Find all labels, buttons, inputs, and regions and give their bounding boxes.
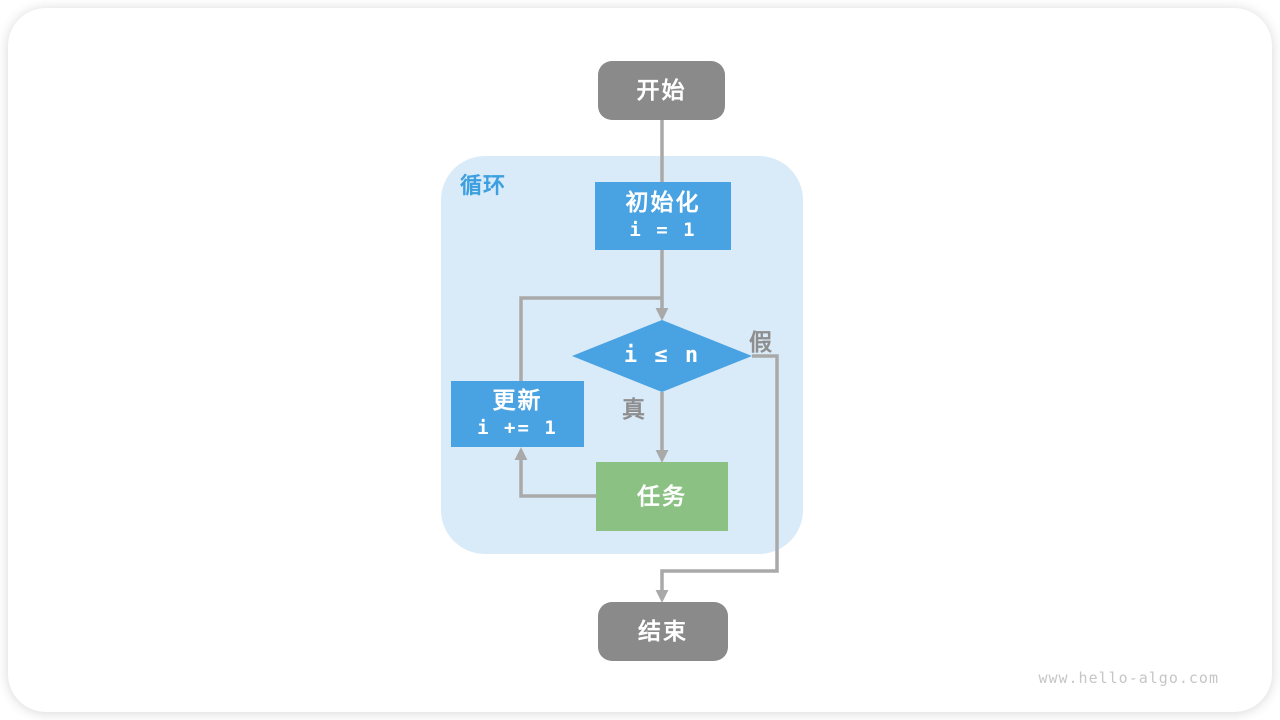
edge-condition-false-to-end	[655, 354, 779, 603]
start-label: 开始	[636, 77, 687, 104]
task-label: 任务	[637, 483, 687, 510]
edge-update-to-condition-merge	[519, 296, 663, 381]
edge-task-to-update	[514, 447, 596, 498]
node-init: 初始化 i = 1	[595, 182, 731, 250]
update-code: i += 1	[477, 417, 558, 440]
init-code: i = 1	[629, 219, 697, 242]
node-end: 结束	[598, 602, 728, 661]
flow-edges	[514, 120, 779, 603]
diagram-card: 循环 开始 初始化 i = 1 i ≤ n 假 真 更新 i += 1 任务 结…	[8, 8, 1272, 712]
node-task: 任务	[596, 462, 728, 531]
edge-label-false: 假	[749, 329, 772, 355]
node-update: 更新 i += 1	[451, 381, 584, 447]
loop-region-label: 循环	[460, 173, 507, 198]
end-label: 结束	[638, 618, 688, 645]
condition-expression: i ≤ n	[623, 342, 701, 368]
init-label: 初始化	[625, 189, 701, 216]
edge-label-true: 真	[622, 396, 645, 422]
watermark: www.hello-algo.com	[1038, 669, 1219, 687]
update-label: 更新	[492, 387, 543, 414]
node-start: 开始	[598, 61, 725, 120]
